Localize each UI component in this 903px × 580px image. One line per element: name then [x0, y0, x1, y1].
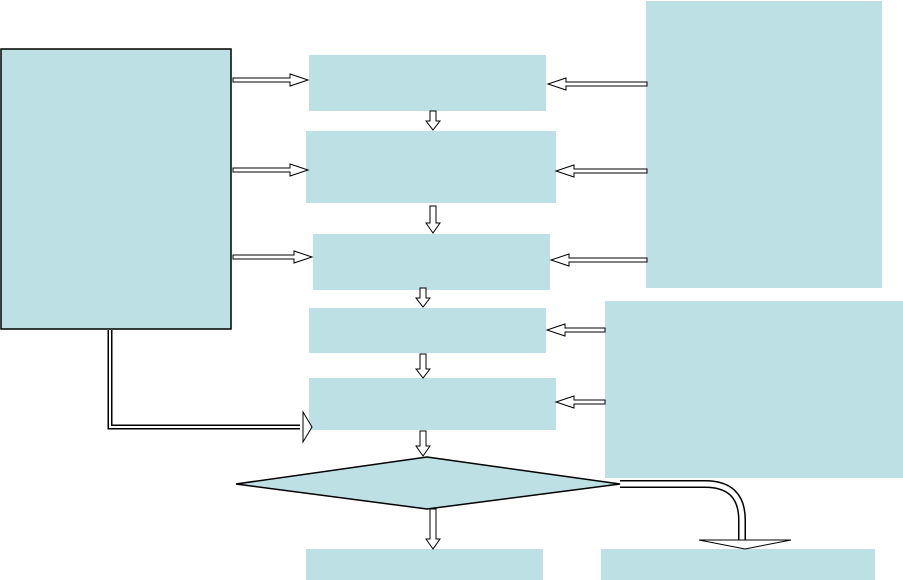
arrow-step-2-to-step-3 — [425, 205, 441, 234]
arrow-input-upper-to-step-2 — [554, 164, 648, 178]
outcome-box-right — [601, 549, 875, 580]
input-panel-lower — [605, 301, 903, 478]
decision-diamond — [235, 456, 621, 510]
arrow-source-to-step-2 — [232, 163, 310, 177]
arrow-decision-to-outcome-left — [425, 508, 441, 550]
arrow-input-upper-to-step-1 — [546, 77, 648, 91]
arrow-source-to-step-1 — [232, 73, 310, 87]
process-step-2 — [306, 131, 556, 203]
arrow-input-lower-to-step-4 — [545, 323, 606, 337]
source-panel — [0, 48, 232, 330]
connector-decision-to-outcome-right-fill — [620, 481, 745, 540]
arrow-step-5-to-decision — [415, 430, 431, 457]
connector-source-to-step-5-outline — [107, 330, 300, 430]
arrow-input-upper-to-step-3 — [549, 253, 648, 267]
arrow-input-lower-to-step-5 — [554, 395, 606, 409]
input-panel-upper — [646, 1, 882, 288]
process-step-5 — [309, 378, 556, 430]
arrow-head-source-to-step-5 — [302, 410, 313, 444]
connector-source-to-step-5-fill — [109, 330, 300, 428]
arrow-step-3-to-step-4 — [414, 287, 432, 308]
process-step-1 — [309, 55, 546, 111]
arrow-head-decision-to-outcome-right — [698, 539, 792, 550]
connector-decision-to-outcome-right-outline — [620, 480, 746, 540]
outcome-box-left — [306, 549, 543, 580]
process-step-3 — [313, 234, 550, 290]
process-step-4 — [309, 308, 546, 353]
arrow-source-to-step-3 — [232, 250, 314, 264]
arrow-step-4-to-step-5 — [414, 353, 432, 379]
arrow-step-1-to-step-2 — [424, 110, 442, 131]
